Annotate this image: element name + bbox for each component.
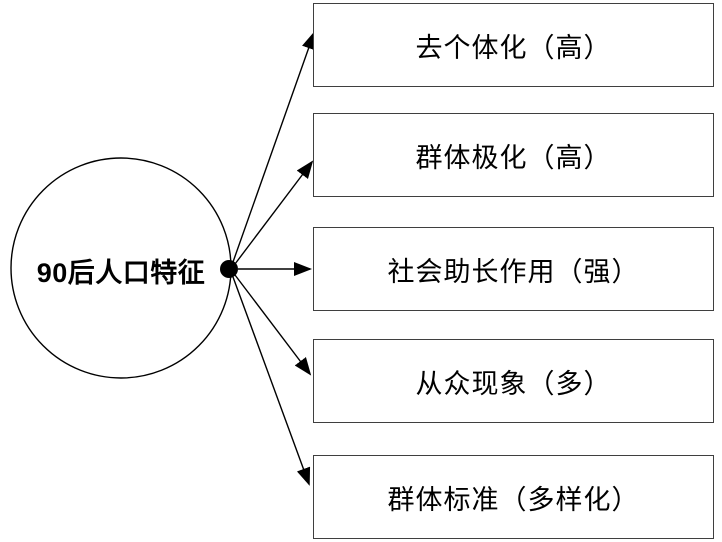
- connector-dot: [220, 260, 238, 278]
- target-box-label: 群体标准（多样化）: [387, 484, 640, 515]
- target-box-label: 从众现象（多）: [415, 368, 612, 399]
- target-box-label: 去个体化（高）: [415, 32, 612, 63]
- target-box-label: 社会助长作用（强）: [387, 256, 640, 287]
- arrow-to-target-1: [232, 31, 316, 263]
- arrow-to-target-4: [234, 274, 312, 376]
- source-node-label: 90后人口特征: [36, 258, 206, 288]
- target-box-conformity: 从众现象（多）: [313, 339, 714, 423]
- target-box-social-facilitation: 社会助长作用（强）: [313, 227, 714, 311]
- arrow-to-target-5: [232, 276, 311, 486]
- target-box-deindividuation: 去个体化（高）: [313, 3, 714, 87]
- arrow-to-target-2: [234, 160, 314, 265]
- target-box-group-standards: 群体标准（多样化）: [313, 455, 714, 539]
- target-box-label: 群体极化（高）: [415, 142, 612, 173]
- target-box-group-polarization: 群体极化（高）: [313, 113, 714, 197]
